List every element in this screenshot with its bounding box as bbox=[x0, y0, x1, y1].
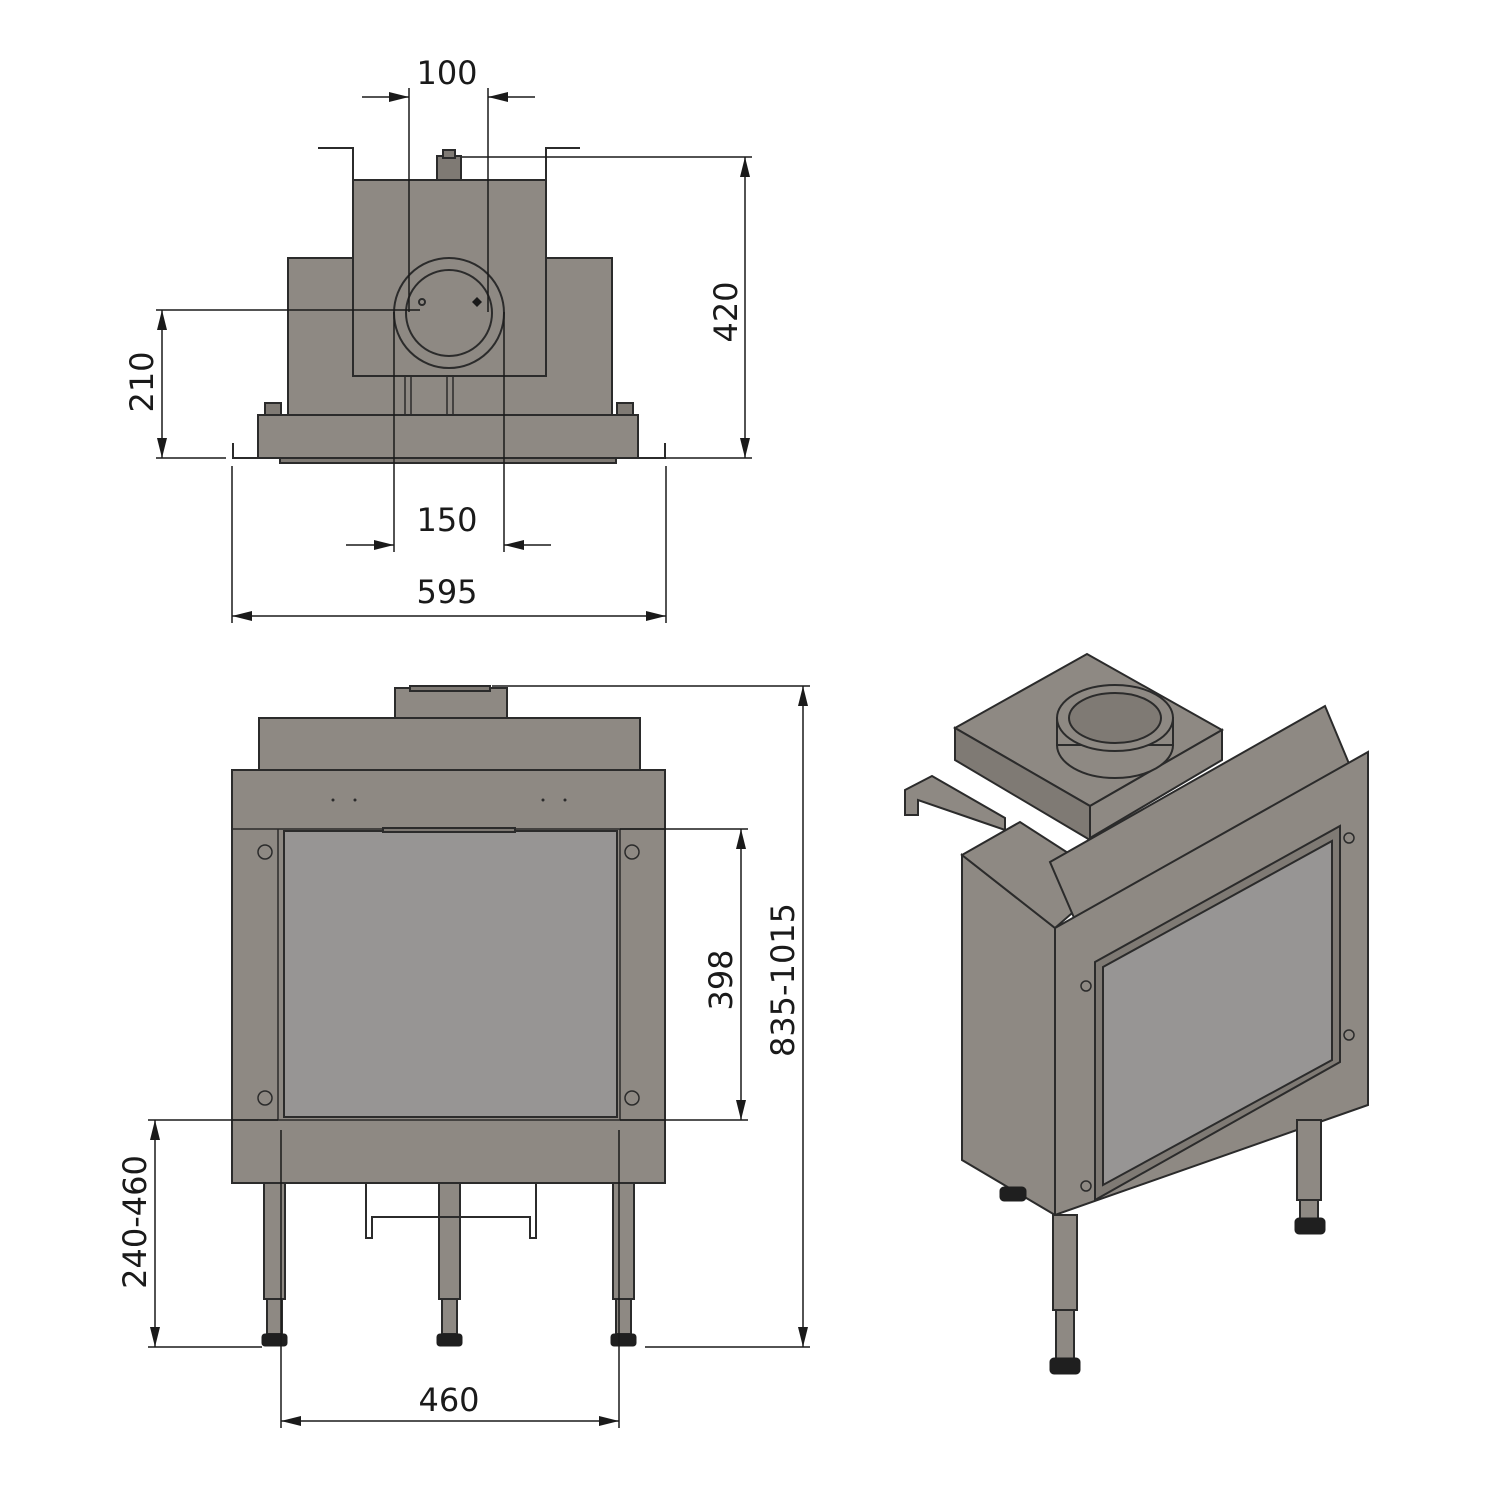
isometric-view bbox=[904, 652, 1369, 1375]
top-view-knob bbox=[436, 155, 462, 181]
top-view-knob-cap bbox=[442, 149, 456, 159]
iso-bolt bbox=[1080, 1180, 1092, 1192]
top-view-bolt-right bbox=[616, 402, 634, 416]
dim-460-label: 460 bbox=[418, 1381, 479, 1419]
dim-420-label: 420 bbox=[707, 281, 745, 342]
dim-150-label: 150 bbox=[416, 501, 477, 539]
front-view-flue bbox=[394, 687, 508, 719]
front-view-dot bbox=[563, 798, 567, 802]
top-view-support-left bbox=[404, 375, 412, 416]
iso-leg-right-lower bbox=[1299, 1199, 1319, 1221]
dim-leg-label: 240-460 bbox=[116, 1155, 154, 1289]
front-view-bolts bbox=[257, 844, 640, 1106]
front-view: 398 835-1015 240-460 460 bbox=[116, 685, 810, 1428]
iso-bolt bbox=[1343, 1029, 1355, 1041]
front-view-dot bbox=[353, 798, 357, 802]
dim-100-label: 100 bbox=[416, 54, 477, 92]
iso-leg-right-upper bbox=[1296, 1119, 1322, 1201]
front-view-handle bbox=[365, 1183, 537, 1239]
dim-210-label: 210 bbox=[123, 351, 161, 412]
iso-bolt bbox=[1343, 832, 1355, 844]
front-view-glass bbox=[283, 830, 618, 1118]
iso-rear-box-right bbox=[1089, 728, 1223, 840]
top-view-flue-dot bbox=[418, 298, 426, 306]
front-view-flue-rim bbox=[409, 685, 491, 692]
iso-bolt bbox=[1080, 980, 1092, 992]
top-view-left-bracket bbox=[318, 147, 354, 180]
iso-leg-rear-foot bbox=[999, 1186, 1027, 1202]
leg-left-lower bbox=[266, 1298, 283, 1335]
leg-left-upper bbox=[263, 1182, 286, 1300]
iso-left-bracket bbox=[904, 774, 1006, 832]
top-view-flue-diamond-icon bbox=[472, 297, 482, 307]
leg-right-upper bbox=[612, 1182, 635, 1300]
front-view-glass-top-strip bbox=[382, 827, 516, 833]
top-view-right-bracket bbox=[545, 147, 580, 180]
top-view-front-frame bbox=[257, 414, 639, 459]
leg-right-foot bbox=[610, 1333, 637, 1347]
dim-total-label: 835-1015 bbox=[764, 903, 802, 1057]
top-view-bolt-left bbox=[264, 402, 282, 416]
bolt-bottom-right bbox=[624, 1090, 640, 1106]
dim-398-label: 398 bbox=[702, 949, 740, 1010]
top-view-flue-inner bbox=[405, 269, 493, 357]
iso-leg-front-upper bbox=[1052, 1214, 1078, 1311]
front-view-rear-box bbox=[258, 717, 641, 771]
leg-left-foot bbox=[261, 1333, 288, 1347]
iso-glass bbox=[1102, 839, 1333, 1187]
iso-flue-opening bbox=[1068, 692, 1162, 744]
leg-center-lower bbox=[441, 1298, 458, 1335]
dim-595-label: 595 bbox=[416, 573, 477, 611]
leg-center-upper bbox=[438, 1182, 461, 1300]
bolt-top-left bbox=[257, 844, 273, 860]
top-view-right-flange bbox=[638, 443, 666, 459]
front-view-dot bbox=[541, 798, 545, 802]
bolt-top-right bbox=[624, 844, 640, 860]
top-view-left-flange bbox=[232, 443, 258, 459]
top-view-frame-lip bbox=[279, 457, 617, 464]
bolt-bottom-left bbox=[257, 1090, 273, 1106]
top-view: 100 420 210 150 595 bbox=[123, 54, 752, 623]
front-view-legs bbox=[261, 1182, 637, 1347]
front-view-dot bbox=[331, 798, 335, 802]
top-view-support-right bbox=[446, 375, 454, 416]
iso-leg-front-lower bbox=[1055, 1309, 1075, 1361]
iso-leg-right-foot bbox=[1294, 1217, 1326, 1235]
iso-leg-front-foot bbox=[1049, 1357, 1081, 1375]
leg-center-foot bbox=[436, 1333, 463, 1347]
